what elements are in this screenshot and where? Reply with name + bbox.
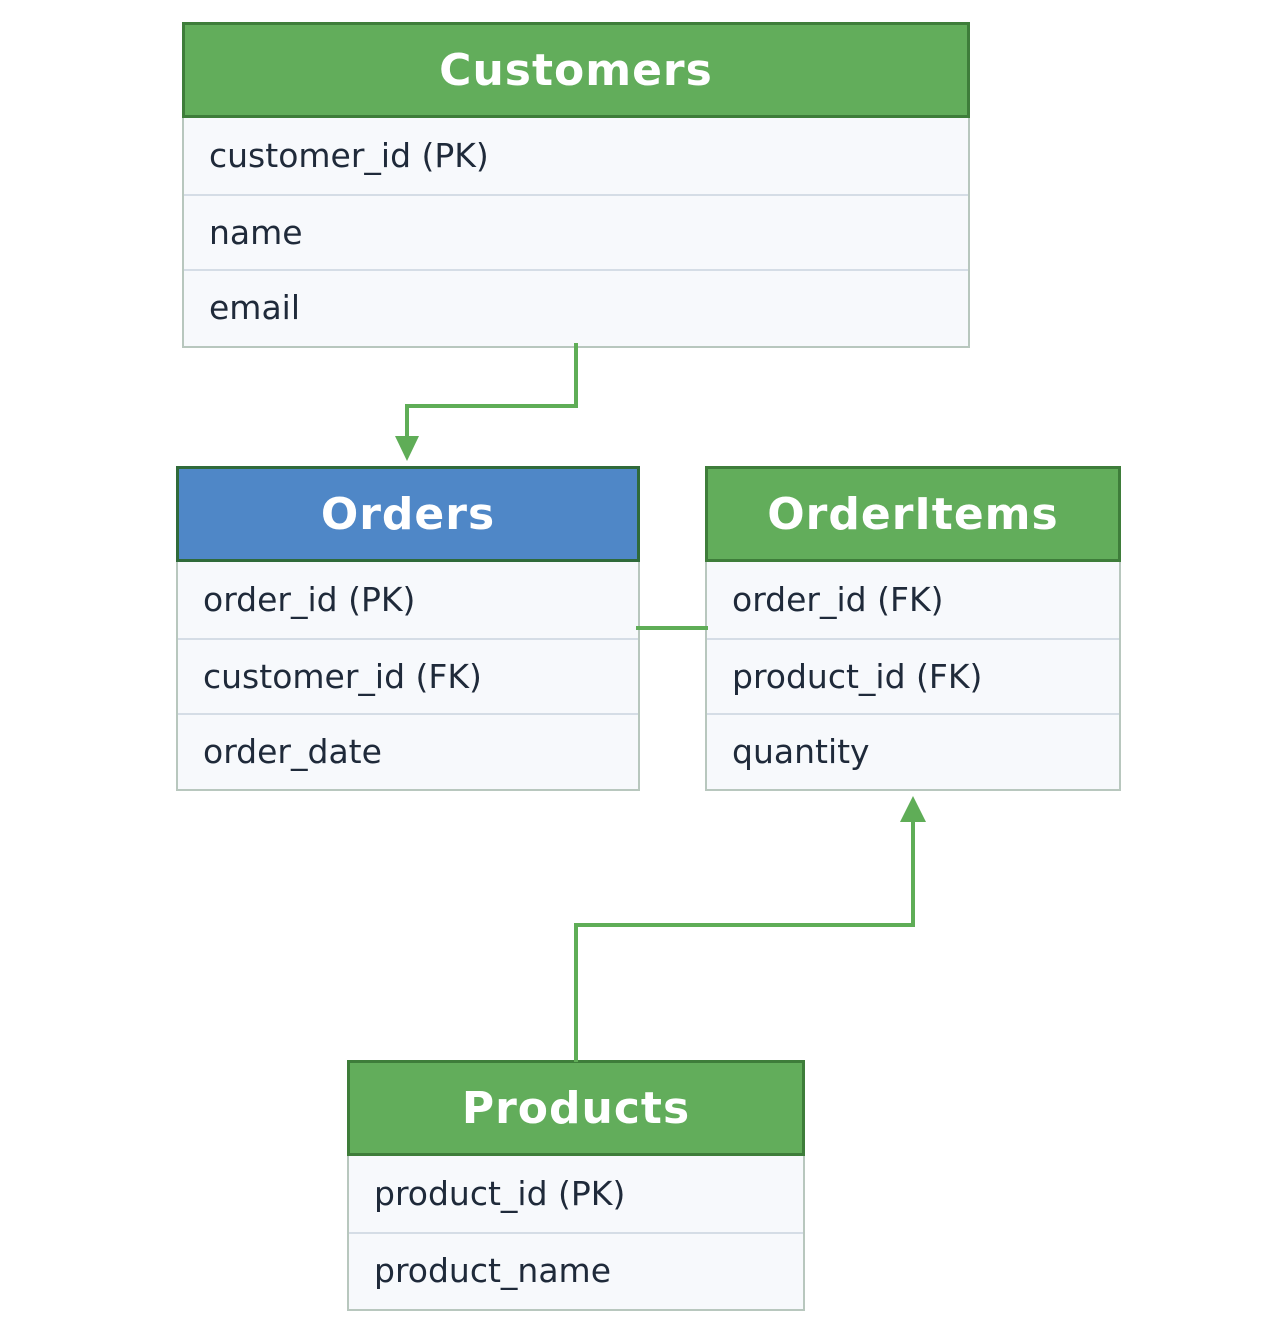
field-quantity: quantity	[707, 713, 1119, 789]
entity-customers: Customers customer_id (PK) name email	[182, 22, 970, 348]
field-product-name: product_name	[349, 1231, 803, 1308]
entity-products: Products product_id (PK) product_name	[347, 1060, 805, 1311]
connector-products-orderitems	[574, 818, 915, 1062]
entity-orders-fields: order_id (PK) customer_id (FK) order_dat…	[178, 562, 638, 789]
entity-orders: Orders order_id (PK) customer_id (FK) or…	[176, 466, 640, 791]
field-customer-id: customer_id (PK)	[209, 136, 489, 176]
entity-orderitems: OrderItems order_id (FK) product_id (FK)…	[705, 466, 1121, 791]
field-email: email	[184, 269, 968, 345]
field-order-id: order_id (PK)	[203, 580, 416, 620]
entity-products-header: Products	[347, 1060, 805, 1156]
field-product-id-fk: product_id (FK)	[707, 637, 1119, 714]
field-name: name	[184, 193, 968, 270]
arrowhead-orderitems	[900, 796, 926, 822]
connector-customers-orders	[405, 343, 578, 440]
field-customer-id-fk: customer_id (FK)	[178, 637, 638, 714]
field-product-id: product_id (PK)	[374, 1174, 626, 1214]
field-order-date: order_date	[178, 713, 638, 789]
entity-products-fields: product_id (PK) product_name	[349, 1156, 803, 1307]
entity-customers-header: Customers	[182, 22, 970, 118]
field-order-id-fk: order_id (FK)	[732, 580, 944, 620]
arrowhead-orders	[395, 436, 419, 461]
entity-customers-fields: customer_id (PK) name email	[184, 118, 968, 345]
entity-orderitems-header: OrderItems	[705, 466, 1121, 562]
entity-orderitems-fields: order_id (FK) product_id (FK) quantity	[707, 562, 1119, 789]
entity-orders-header: Orders	[176, 466, 640, 562]
